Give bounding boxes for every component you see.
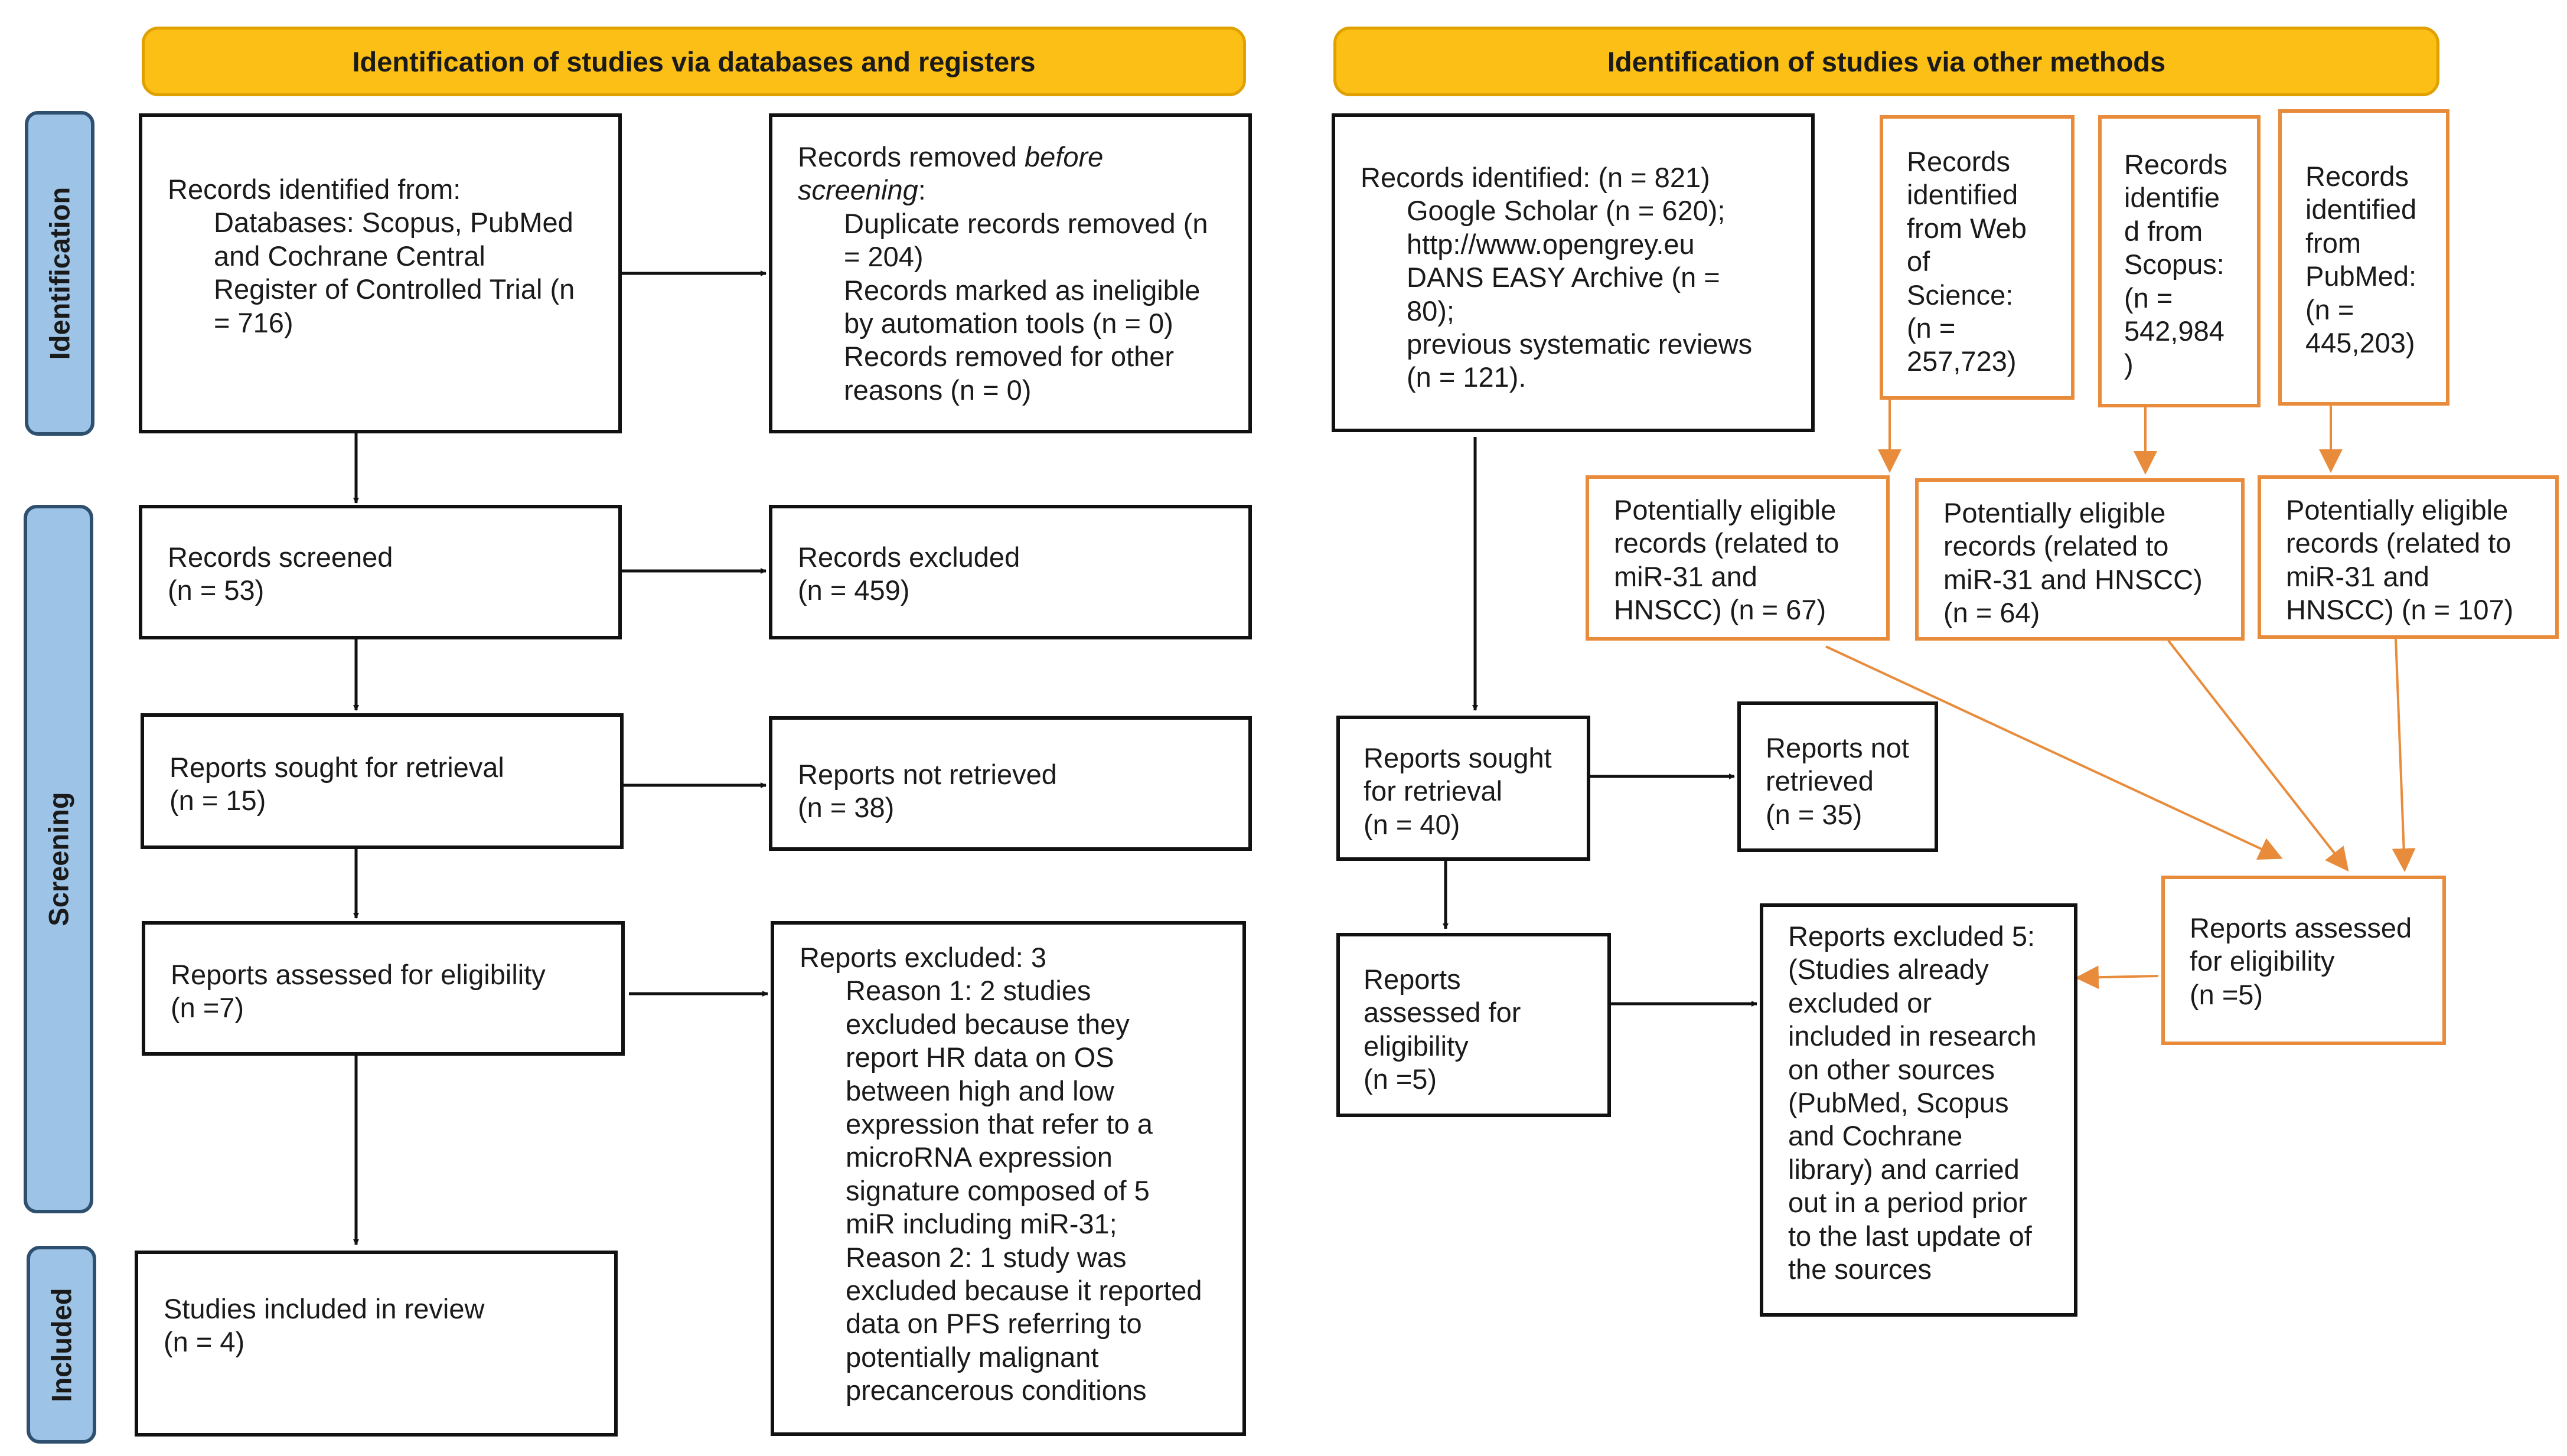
reports-excluded-title: Reports excluded: 3 [800,942,1047,973]
other-reports-excluded-text: Reports excluded 5: (Studies already exc… [1788,920,2037,1285]
eligible-2-text: Potentially eligible records (related to… [1943,497,2203,629]
eligible-box-1: Potentially eligible records (related to… [1586,475,1890,641]
phase-included-label: Included [45,1287,77,1402]
web-of-science-text: Records identified from Web of Science: … [1907,146,2027,377]
other-reports-sought-text: Reports sought for retrieval (n = 40) [1364,742,1552,840]
header-databases-text: Identification of studies via databases … [352,45,1036,77]
phase-screening-label: Screening [43,792,74,926]
pubmed-box: Records identified from PubMed: (n = 445… [2278,109,2449,406]
other-records-identified-box: Records identified: (n = 821) Google Sch… [1332,113,1815,432]
scopus-box: Records identifie d from Scopus: (n = 54… [2098,115,2261,407]
phase-included: Included [27,1246,96,1444]
other-reports-assessed-right-box: Reports assessed for eligibility (n =5) [2161,876,2446,1045]
other-reports-assessed-box: Reports assessed for eligibility (n =5) [1336,933,1611,1117]
records-removed-screening: screening [798,174,918,206]
reports-assessed-box: Reports assessed for eligibility (n =7) [142,921,625,1056]
header-other-methods-text: Identification of studies via other meth… [1607,45,2166,77]
reports-sought-text: Reports sought for retrieval (n = 15) [169,752,504,817]
arrow-eligible1-to-assessed [1825,645,2283,860]
phase-screening: Screening [24,505,93,1213]
records-screened-text: Records screened (n = 53) [168,541,393,606]
reports-excluded-box: Reports excluded: 3 Reason 1: 2 studies … [771,921,1246,1436]
header-other-methods: Identification of studies via other meth… [1333,27,2439,96]
reports-sought-box: Reports sought for retrieval (n = 15) [141,713,624,849]
records-identified-box: Records identified from: Databases: Scop… [139,113,622,433]
pubmed-text: Records identified from PubMed: (n = 445… [2305,161,2417,358]
records-removed-lead: Records removed before [798,141,1240,174]
records-excluded-box: Records excluded (n = 459) [769,505,1252,639]
other-reports-sought-box: Reports sought for retrieval (n = 40) [1336,716,1590,861]
web-of-science-box: Records identified from Web of Science: … [1880,115,2075,400]
reports-not-retrieved-text: Reports not retrieved (n = 38) [798,759,1057,824]
studies-included-box: Studies included in review (n = 4) [135,1251,618,1437]
records-removed-box: Records removed before screening: Duplic… [769,113,1252,433]
reports-not-retrieved-box: Reports not retrieved (n = 38) [769,716,1252,851]
other-records-identified-body: Google Scholar (n = 620); http://www.ope… [1407,195,1753,393]
arrow-assessed-to-excluded-orange [2075,965,2159,990]
records-identified-title: Records identified from: [168,174,461,205]
arrow-eligible3-to-assessed [2392,638,2416,872]
eligible-box-3: Potentially eligible records (related to… [2258,475,2559,639]
records-removed-before: before [1025,141,1104,172]
eligible-1-text: Potentially eligible records (related to… [1614,494,1839,626]
header-databases: Identification of studies via databases … [142,27,1246,96]
records-removed-items: Duplicate records removed (n = 204) Reco… [844,207,1208,406]
phase-identification-label: Identification [44,187,76,360]
scopus-text: Records identifie d from Scopus: (n = 54… [2124,149,2228,380]
other-reports-assessed-right-text: Reports assessed for eligibility (n =5) [2190,912,2412,1010]
phase-identification: Identification [25,111,94,436]
records-excluded-text: Records excluded (n = 459) [798,541,1020,606]
records-removed-lead-text: Records removed [798,141,1025,172]
reports-excluded-body: Reason 1: 2 studies excluded because the… [846,975,1202,1406]
eligible-3-text: Potentially eligible records (related to… [2286,494,2514,626]
records-screened-box: Records screened (n = 53) [139,505,622,639]
other-reports-excluded-box: Reports excluded 5: (Studies already exc… [1760,903,2077,1317]
arrow-eligible2-to-assessed [2167,639,2349,872]
studies-included-text: Studies included in review (n = 4) [164,1293,485,1358]
other-reports-not-retrieved-box: Reports not retrieved (n = 35) [1737,701,1938,852]
records-removed-lead2: screening: [798,174,1240,207]
records-removed-colon: : [918,174,926,206]
eligible-box-2: Potentially eligible records (related to… [1915,478,2245,641]
records-identified-body: Databases: Scopus, PubMed and Cochrane C… [214,207,575,338]
other-reports-assessed-text: Reports assessed for eligibility (n =5) [1364,964,1521,1095]
other-reports-not-retrieved-text: Reports not retrieved (n = 35) [1766,732,1909,830]
reports-assessed-text: Reports assessed for eligibility (n =7) [171,959,546,1024]
other-records-identified-title: Records identified: (n = 821) [1361,162,1710,193]
